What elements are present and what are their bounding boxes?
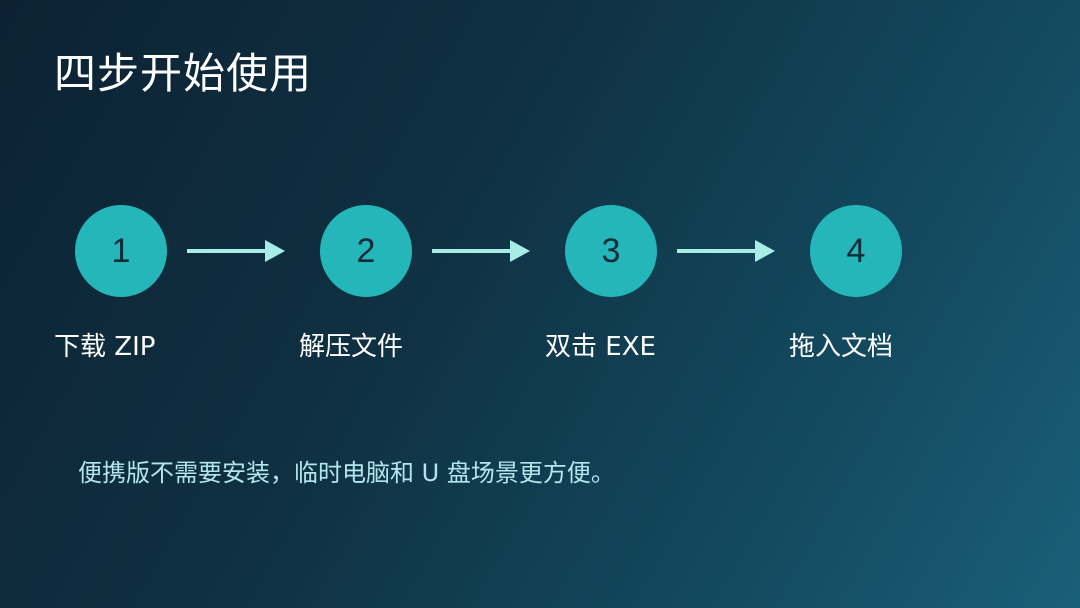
step-number-circle: 3 xyxy=(565,205,657,297)
slide-title: 四步开始使用 xyxy=(54,49,313,98)
step-number-circle: 1 xyxy=(75,205,167,297)
arrow-right-icon xyxy=(432,240,530,262)
step-2: 2 xyxy=(320,205,412,297)
step-4: 4 xyxy=(810,205,902,297)
step-label-download: 下载 ZIP xyxy=(54,332,156,362)
step-label-drag: 拖入文档 xyxy=(789,332,894,362)
arrow-right-icon xyxy=(187,240,285,262)
footnote-text: 便携版不需要安装，临时电脑和 U 盘场景更方便。 xyxy=(78,459,615,487)
step-number-circle: 2 xyxy=(320,205,412,297)
step-3: 3 xyxy=(565,205,657,297)
arrow-right-icon xyxy=(677,240,775,262)
step-number-circle: 4 xyxy=(810,205,902,297)
step-label-run: 双击 EXE xyxy=(545,332,656,362)
step-1: 1 xyxy=(75,205,167,297)
step-label-extract: 解压文件 xyxy=(299,332,404,362)
